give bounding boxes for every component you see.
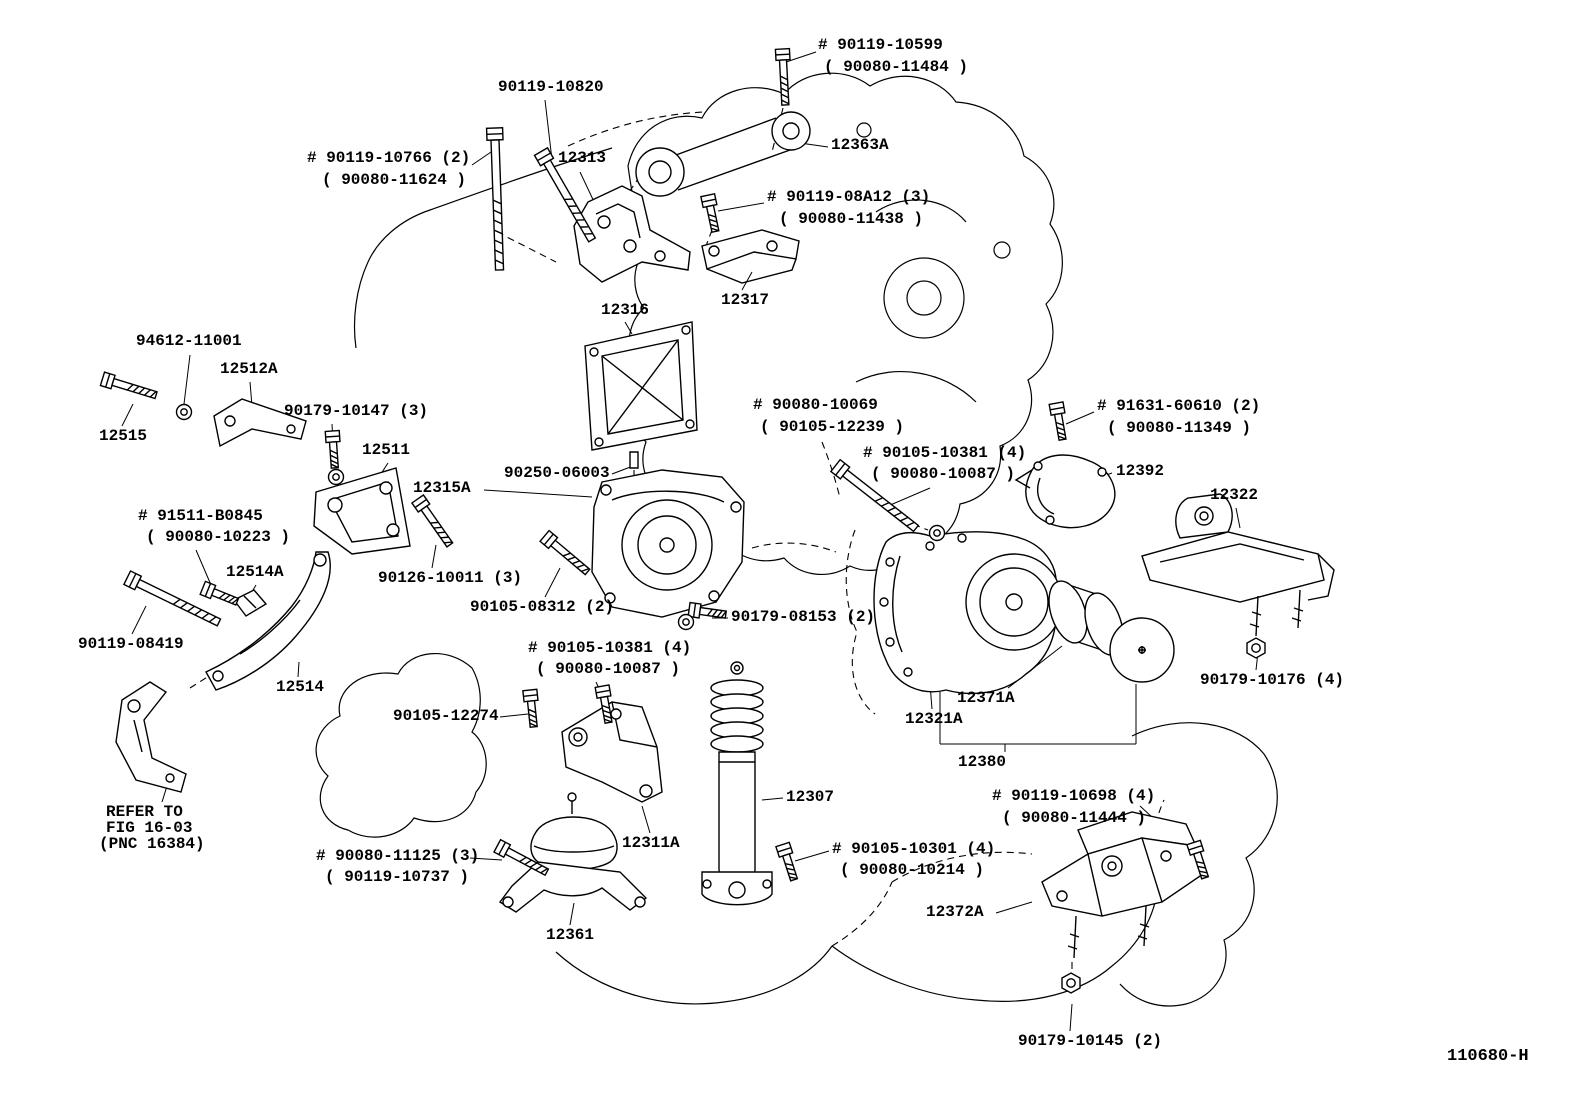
nut-90179-10145-icon: [1061, 972, 1081, 994]
part-12512a-bracket: [213, 398, 307, 448]
washer-90179-08153-icon: [677, 613, 695, 631]
part-12514a-clamp: [232, 589, 268, 617]
bolt-90119-08a12-icon: [700, 193, 723, 234]
bolt-90119-10599-icon: [774, 47, 794, 107]
bolt-91631-60610-icon: [1048, 401, 1071, 442]
stud-90126-10011-icon: [411, 494, 457, 550]
part-12371a-cylinder: [1048, 580, 1124, 656]
part-12321a-housing: [873, 531, 1063, 695]
part-refer-fig-bracket: [115, 681, 187, 793]
bolt-90179-08153-icon: [687, 601, 728, 623]
part-12363a-torque-rod: [635, 111, 811, 197]
bolt-90105-10381-a-icon: [830, 459, 922, 536]
part-12317-bracket: [701, 229, 800, 284]
part-12316-frame: [584, 321, 698, 451]
washer-90080-10069-icon: [928, 524, 946, 542]
washer-90179-10147-icon: [327, 468, 345, 486]
part-12380-disc: [1109, 617, 1175, 683]
bolt-91511-b0845-icon: [199, 580, 241, 609]
bolt-90105-10301-icon: [775, 841, 802, 883]
nut-90179-10176-icon: [1246, 637, 1266, 659]
bolt-90179-10147-icon: [324, 429, 343, 470]
part-12307-damper: [701, 661, 773, 906]
part-12514-bracket: [205, 551, 331, 691]
part-12511-bracket: [313, 467, 411, 555]
part-12315a-insulator-housing: [591, 451, 745, 618]
part-12392-cover: [1014, 454, 1116, 529]
part-12372a-bracket: [1041, 811, 1207, 959]
bolt-90105-08312-icon: [539, 529, 593, 578]
parts-drawings: [115, 111, 1335, 959]
part-12313-bracket: [573, 185, 691, 283]
bolt-12515-icon: [99, 371, 159, 403]
part-12311a-bracket: [561, 701, 663, 803]
part-12361-engine-mount: [498, 792, 648, 913]
bolt-90105-12274-icon: [522, 688, 542, 729]
part-12322-bracket: [1141, 493, 1335, 637]
washer-94612-11001-icon: [175, 403, 193, 421]
bolt-90119-10766-icon: [485, 127, 509, 271]
figure-code: 110680-H: [1447, 1047, 1529, 1066]
